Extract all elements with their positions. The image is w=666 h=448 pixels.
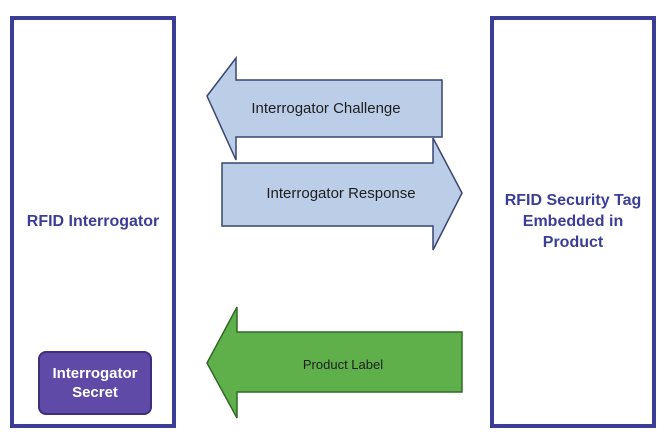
product-label-arrow [206, 306, 463, 419]
rfid-security-tag-box: RFID Security Tag Embedded in Product [490, 16, 656, 428]
interrogator-secret-box: Interrogator Secret [38, 351, 152, 415]
product-label-arrow-label: Product Label [302, 357, 384, 372]
interrogator-secret-label: Interrogator Secret [52, 365, 138, 401]
rfid-interrogator-box: RFID Interrogator Interrogator Secret [10, 16, 176, 428]
response-arrow-label: Interrogator Response [266, 185, 416, 202]
challenge-arrow-label: Interrogator Challenge [251, 100, 401, 117]
rfid-security-tag-title: RFID Security Tag Embedded in Product [504, 192, 642, 251]
response-arrow [221, 137, 463, 251]
challenge-arrow [206, 55, 443, 161]
rfid-interrogator-title: RFID Interrogator [26, 213, 160, 230]
